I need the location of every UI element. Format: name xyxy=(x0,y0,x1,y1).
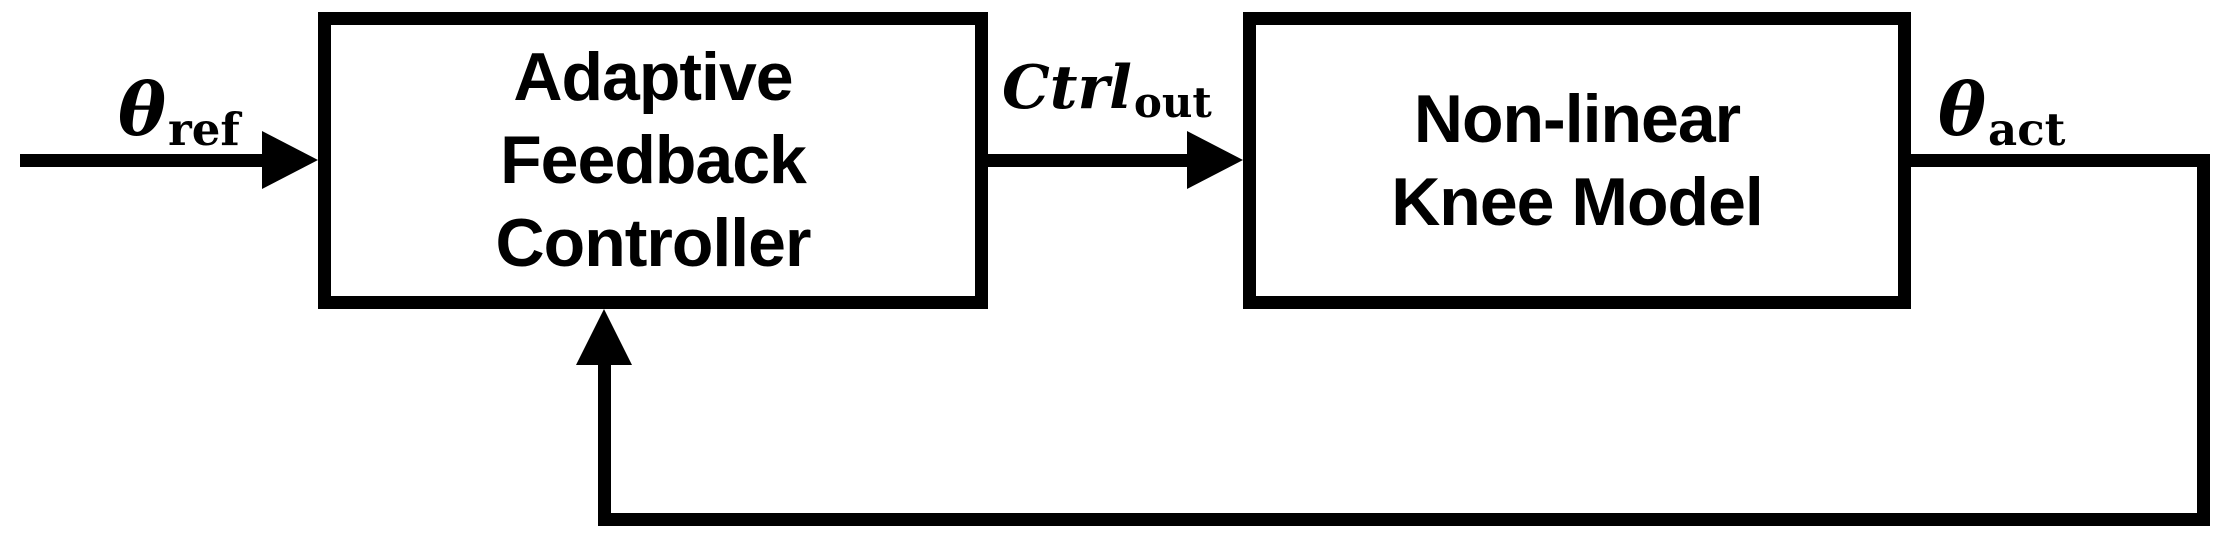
controller-label-line2: Feedback xyxy=(500,122,807,198)
control-arrowhead-icon xyxy=(1187,131,1243,189)
actual-signal-label: θact xyxy=(1938,74,2065,152)
controller-label-line3: Controller xyxy=(495,205,812,281)
control-arrow-line xyxy=(988,154,1188,167)
control-signal-label: Ctrlout xyxy=(1002,58,1212,124)
theta-symbol: θ xyxy=(118,67,167,152)
plant-label-line1: Non-linear xyxy=(1413,80,1741,157)
controller-label-line1: Adaptive xyxy=(513,39,793,115)
controller-block: Adaptive Feedback Controller xyxy=(318,12,988,309)
plant-block: Non-linear Knee Model xyxy=(1243,12,1911,309)
actual-subscript: act xyxy=(1988,102,2066,156)
reference-subscript: ref xyxy=(168,102,240,156)
output-line xyxy=(1911,154,2210,167)
reference-arrowhead-icon xyxy=(262,131,318,189)
reference-signal-label: θref xyxy=(118,74,240,152)
plant-label-line2: Knee Model xyxy=(1391,163,1764,240)
reference-arrow-line xyxy=(20,154,268,167)
theta-symbol: θ xyxy=(1938,67,1987,152)
feedback-bottom-line xyxy=(598,513,2210,526)
feedback-right-vertical-line xyxy=(2197,154,2210,526)
feedback-left-vertical-line xyxy=(598,360,611,526)
ctrl-symbol: Ctrl xyxy=(1002,53,1132,123)
control-subscript: out xyxy=(1133,78,1212,128)
feedback-arrowhead-icon xyxy=(576,309,632,365)
